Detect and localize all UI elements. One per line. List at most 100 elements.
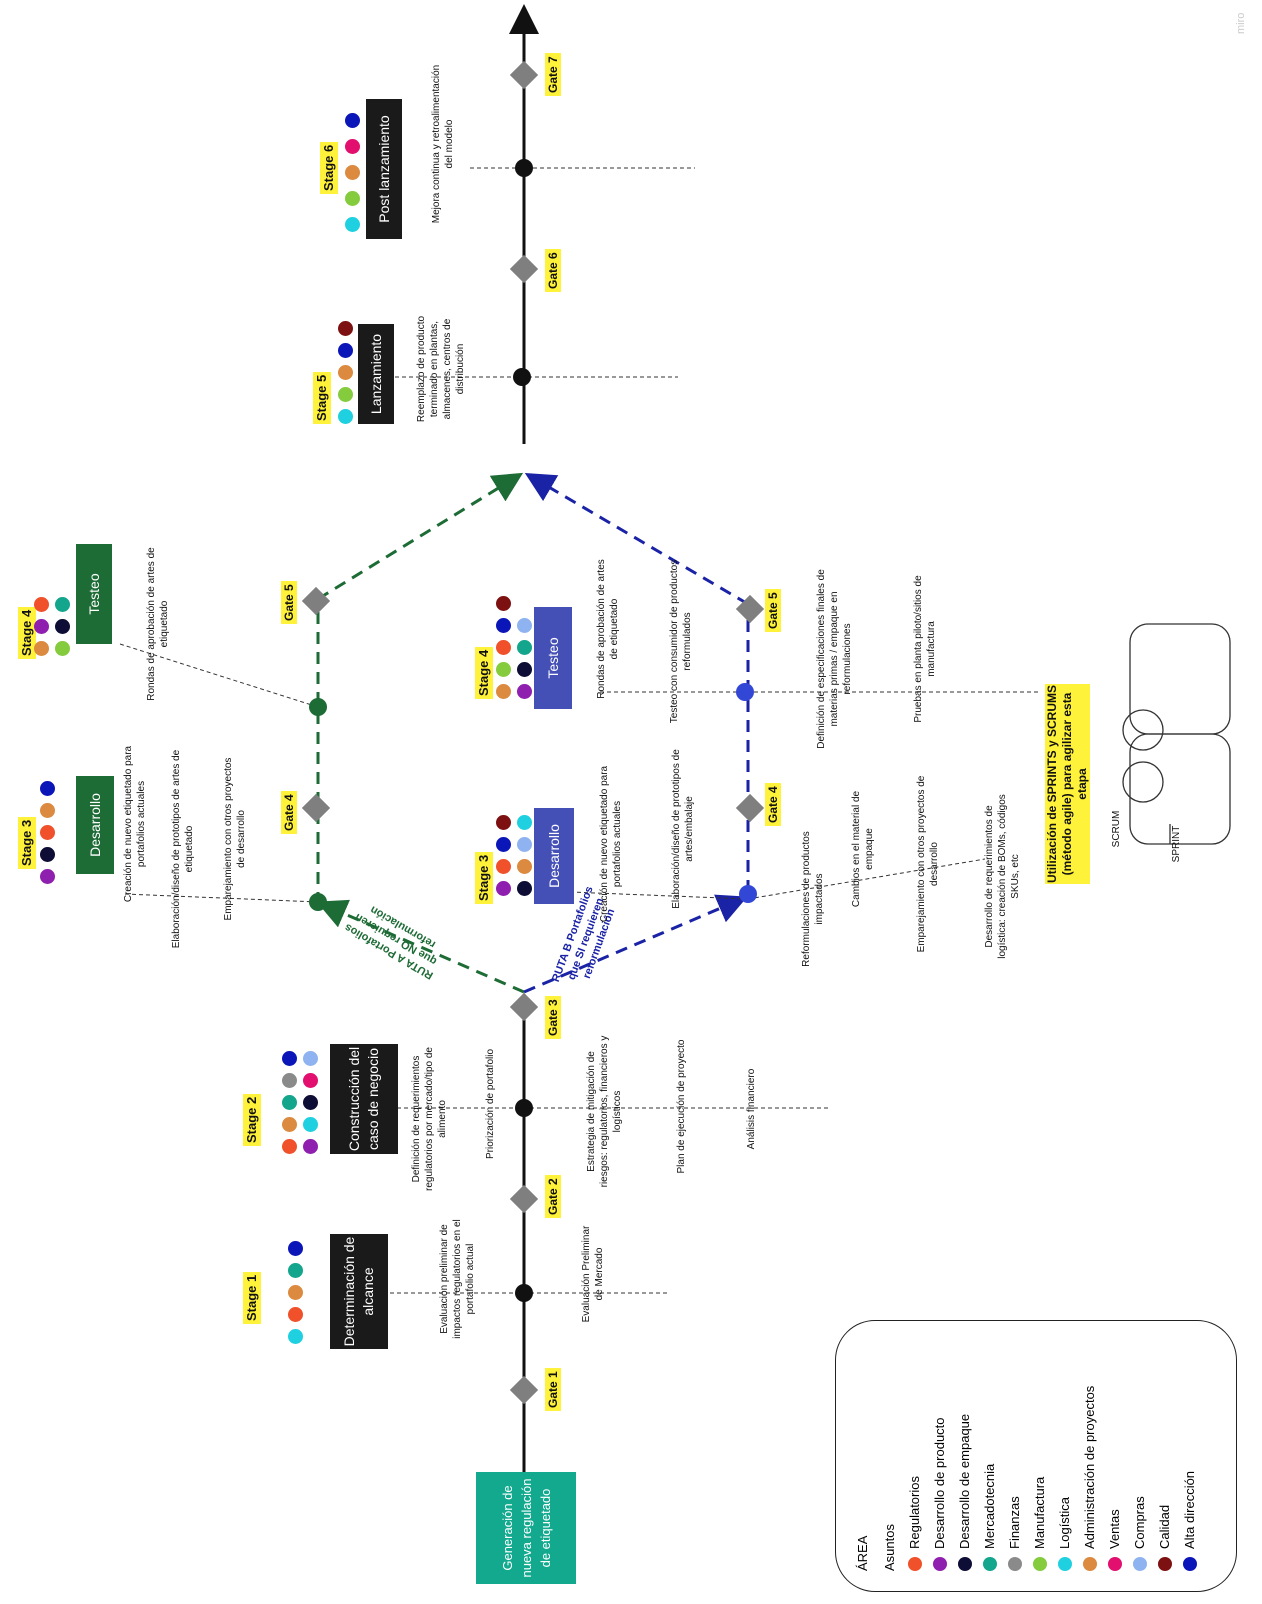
stage5-area-dots bbox=[338, 304, 356, 424]
stage2-activity-c: Estrategia de mitigación de riesgos: reg… bbox=[586, 1035, 623, 1188]
gate5a-label: Gate 5 bbox=[281, 581, 297, 624]
legend-title: ÁREA bbox=[855, 1535, 870, 1571]
watermark: miro bbox=[1235, 12, 1247, 34]
stage2-box: Construcción del caso de negocio bbox=[330, 1044, 398, 1154]
stage1-tag: Stage 1 bbox=[243, 1271, 261, 1324]
legend-label: Mercadotecnia bbox=[982, 1463, 997, 1549]
stage3b-activity-a: Creación de nuevo etiquetado para portaf… bbox=[599, 765, 623, 923]
legend-item: Finanzas bbox=[1006, 1496, 1024, 1571]
legend-label: Desarrollo de producto bbox=[932, 1417, 947, 1549]
legend-color-dot bbox=[958, 1557, 972, 1571]
route-a-line-3 bbox=[317, 472, 524, 601]
dot-mercadotecnia bbox=[288, 1263, 303, 1278]
dot-alta-direccion bbox=[288, 1241, 303, 1256]
stage4a-box: Testeo bbox=[76, 544, 112, 644]
gate4a-label: Gate 4 bbox=[281, 791, 297, 834]
stage3b-activity-e: Emparejamiento con otros proyectos de de… bbox=[916, 775, 940, 953]
legend-label: Desarrollo de empaque bbox=[957, 1413, 972, 1549]
sprint-title: Utilización de SPRINTS y SCRUMS (método … bbox=[1045, 684, 1090, 884]
stage3a-activity-c: Emparejamiento con otros proyectos de de… bbox=[223, 757, 247, 921]
stage3a-tag: Stage 3 bbox=[18, 816, 36, 869]
legend-item: Logística bbox=[1056, 1497, 1074, 1571]
legend-subtitle: Asuntos bbox=[882, 1524, 897, 1571]
stage4b-activity-a: Rondas de aprobación de artes de etiquet… bbox=[596, 559, 620, 699]
stage4a-node bbox=[309, 698, 327, 716]
gate-diamonds bbox=[301, 60, 765, 1405]
legend-label: Ventas bbox=[1107, 1509, 1122, 1549]
stage3b-activity-c: Reformulaciones de productos impactados bbox=[801, 831, 825, 967]
sprint-diagram bbox=[1122, 623, 1231, 845]
dot-regulatorios bbox=[288, 1307, 303, 1322]
sprint-label: SPRINT bbox=[1171, 825, 1182, 863]
legend-color-dot bbox=[1158, 1557, 1172, 1571]
legend-item: Administración de proyectos bbox=[1081, 1386, 1099, 1571]
stage1-box: Determinación de alcance bbox=[330, 1234, 388, 1349]
stage3a-node bbox=[309, 893, 327, 911]
legend-item: Mercadotecnia bbox=[981, 1464, 999, 1571]
stage5-activity-a: Reemplazo de producto terminado en plant… bbox=[416, 315, 466, 423]
legend-color-dot bbox=[1183, 1557, 1197, 1571]
dot-logistica bbox=[288, 1329, 303, 1344]
stage3b-activity-d: Cambios en el material de empaque bbox=[851, 790, 875, 908]
legend-item: Desarrollo de empaque bbox=[956, 1414, 974, 1571]
legend-color-dot bbox=[933, 1557, 947, 1571]
scrum-label: SCRUM bbox=[1111, 810, 1122, 848]
legend-color-dot bbox=[1083, 1557, 1097, 1571]
legend-item: Alta dirección bbox=[1181, 1471, 1199, 1571]
legend-label: Manufactura bbox=[1032, 1476, 1047, 1549]
legend-item: Calidad bbox=[1156, 1505, 1174, 1571]
stage6-area-dots bbox=[345, 112, 363, 232]
legend-color-dot bbox=[1008, 1557, 1022, 1571]
legend-label: Administración de proyectos bbox=[1082, 1385, 1097, 1549]
gate4b-label: Gate 4 bbox=[765, 783, 781, 826]
stage2-activity-d: Plan de ejecución de proyecto bbox=[676, 1039, 687, 1174]
stage3b-tag: Stage 3 bbox=[475, 851, 493, 904]
stage3b-area-dots bbox=[496, 801, 536, 896]
stage3a-activity-a: Creación de nuevo etiquetado para portaf… bbox=[123, 745, 147, 903]
stage4a-area-dots bbox=[34, 581, 74, 656]
stage6-activity-a: Mejora continua y retroalimentación del … bbox=[431, 64, 455, 224]
stage4b-activity-b: Testeo con consumidor de productos refor… bbox=[669, 559, 693, 724]
legend-color-dot bbox=[1133, 1557, 1147, 1571]
stage2-tag: Stage 2 bbox=[243, 1093, 261, 1146]
stage3a-area-dots bbox=[40, 769, 58, 884]
gate2-label: Gate 2 bbox=[545, 1175, 561, 1218]
legend-item: Ventas bbox=[1106, 1509, 1124, 1571]
start-box: Generación de nueva regulación de etique… bbox=[476, 1472, 576, 1584]
route-b-line-3 bbox=[524, 472, 749, 606]
legend-color-dot bbox=[1058, 1557, 1072, 1571]
stage2-activity-b: Priorización de portafolio bbox=[485, 1048, 496, 1160]
stage4b-node bbox=[736, 683, 754, 701]
stage1-area-dots bbox=[288, 1224, 306, 1344]
gate5b-label: Gate 5 bbox=[765, 589, 781, 632]
stage6-tag: Stage 6 bbox=[320, 141, 338, 194]
legend-item: Regulatorios bbox=[906, 1476, 924, 1571]
stage3a-activity-b: Elaboración/diseño de prototipos de arte… bbox=[171, 749, 195, 949]
stage5-tag: Stage 5 bbox=[313, 371, 331, 424]
stage3b-box: Desarrollo bbox=[534, 808, 574, 904]
legend-color-dot bbox=[908, 1557, 922, 1571]
legend-item: Compras bbox=[1131, 1496, 1149, 1571]
gate3-label: Gate 3 bbox=[545, 996, 561, 1039]
gate1-label: Gate 1 bbox=[545, 1368, 561, 1411]
stage6-node bbox=[515, 159, 533, 177]
legend-label: Finanzas bbox=[1007, 1496, 1022, 1549]
stage4b-tag: Stage 4 bbox=[475, 646, 493, 699]
route-a-line-1 bbox=[316, 899, 525, 994]
legend-color-dot bbox=[1033, 1557, 1047, 1571]
stage5-node bbox=[513, 368, 531, 386]
stage4a-activity-a: Rondas de aprobación de artes de etiquet… bbox=[146, 547, 170, 701]
dot-admin bbox=[288, 1285, 303, 1300]
legend-label: Regulatorios bbox=[907, 1476, 922, 1549]
gate7-label: Gate 7 bbox=[545, 53, 561, 96]
stage3b-activity-f: Desarrollo de requerimientos de logístic… bbox=[984, 794, 1021, 959]
stage2-node bbox=[515, 1099, 533, 1117]
legend-label: Logística bbox=[1057, 1496, 1072, 1549]
stage1-activity-a: Evaluación preliminar de impactos regula… bbox=[439, 1219, 476, 1339]
legend-label: Compras bbox=[1132, 1496, 1147, 1549]
stage4b-area-dots bbox=[496, 579, 536, 699]
legend: ÁREA Asuntos Regulatorios Desarrollo de p… bbox=[835, 1320, 1237, 1592]
stage4b-box: Testeo bbox=[534, 607, 572, 709]
stage1-node bbox=[515, 1284, 533, 1302]
stage2-activity-e: Análisis financiero bbox=[746, 1068, 757, 1150]
